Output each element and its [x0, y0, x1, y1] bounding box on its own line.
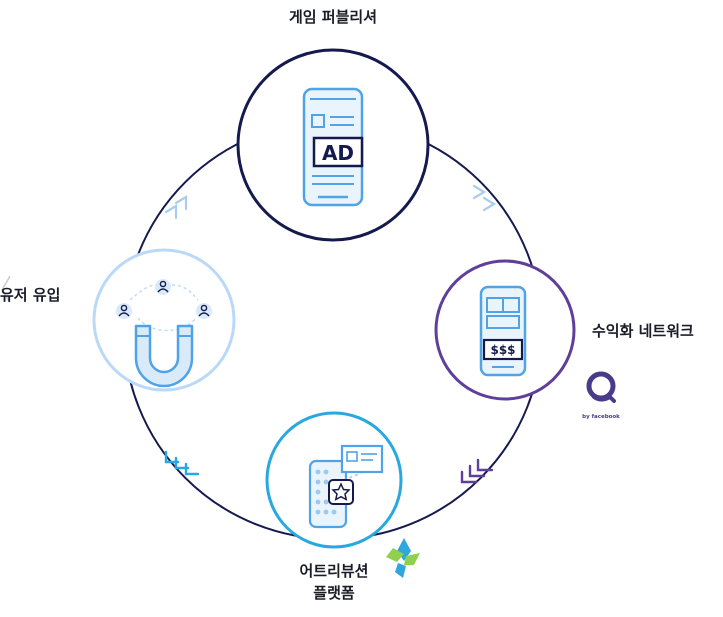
- ad-text: AD: [322, 141, 354, 165]
- price-text: $$$: [490, 343, 515, 357]
- chevron-top-right-icon: [472, 184, 497, 212]
- acquisition-node: [92, 248, 236, 392]
- user-icon: [155, 279, 171, 295]
- attribution-partner-logo: [386, 538, 420, 578]
- monetization-node: $$$: [434, 259, 576, 401]
- attribution-node: [265, 411, 403, 549]
- ad-box: [312, 136, 364, 168]
- acquisition-label: 유저 유입: [0, 286, 61, 304]
- price-box: [482, 338, 524, 361]
- chevron-bottom-left-icon: [164, 450, 200, 476]
- attribution-phone-icon: [308, 444, 384, 529]
- chevron-top-left-icon: [164, 195, 188, 220]
- monetization-label: 수익화 네트워크: [592, 322, 694, 340]
- magnet-icon: [134, 324, 194, 388]
- brand-byline: by facebook: [582, 414, 620, 420]
- chevron-left-edge-icon: [1, 275, 11, 303]
- publisher-node: AD: [236, 48, 430, 242]
- star-box: [328, 479, 354, 505]
- audience-network-logo: by facebook: [582, 371, 620, 420]
- chevron-bottom-right-icon: [460, 458, 494, 484]
- star-icon: [331, 482, 351, 501]
- user-icon: [196, 303, 212, 319]
- monetization-phone-icon: $$$: [479, 285, 527, 377]
- acquisition-ring: [92, 248, 236, 392]
- publisher-label: 게임 퍼블리셔: [288, 8, 378, 26]
- attribution-label-line2: 플랫폼: [313, 584, 355, 602]
- attribution-label-line1: 어트리뷰션: [299, 562, 369, 580]
- user-icon: [116, 303, 132, 319]
- publisher-phone-icon: AD: [302, 87, 364, 207]
